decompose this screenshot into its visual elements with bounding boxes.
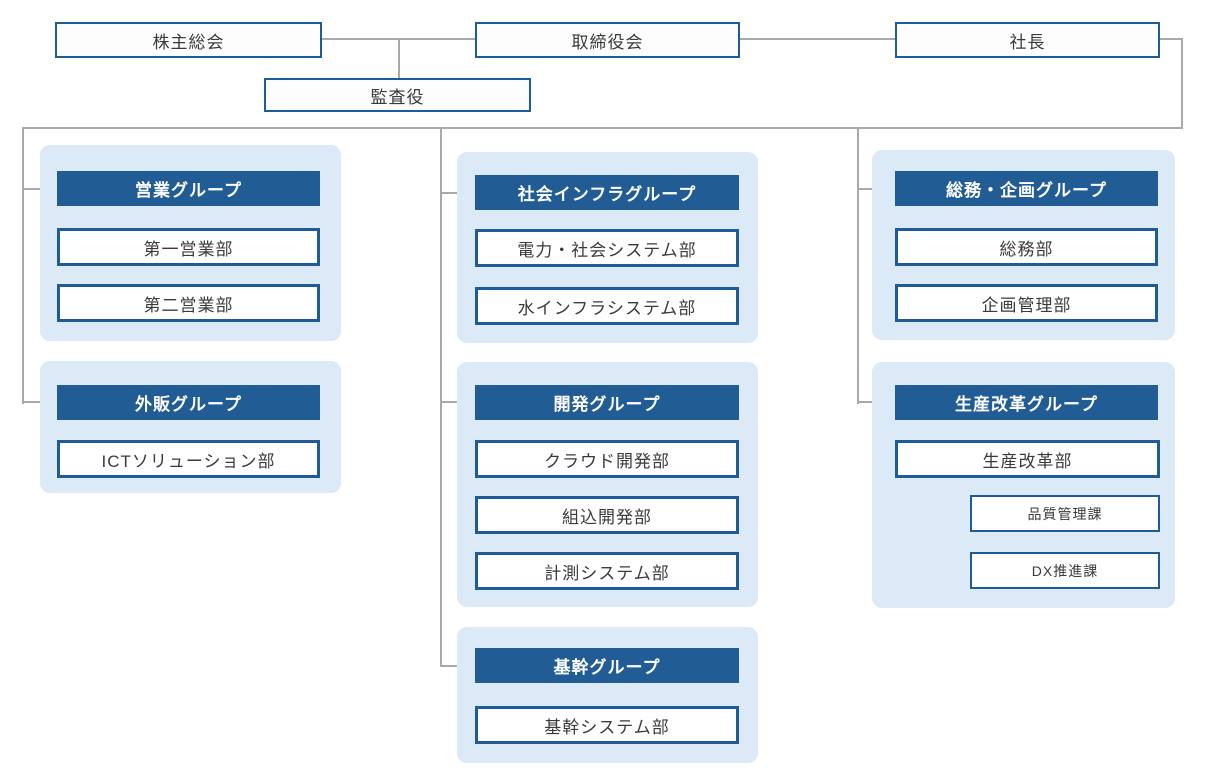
connector-line (398, 38, 400, 80)
dept-embedded-development: 組込開発部 (475, 496, 739, 534)
dept-water-infrastructure-systems: 水インフラシステム部 (475, 287, 739, 325)
section-quality-control: 品質管理課 (970, 495, 1160, 532)
section-dx-promotion: DX推進課 (970, 552, 1160, 589)
group-header-sales: 営業グループ (57, 171, 320, 206)
dept-ict-solution: ICTソリューション部 (57, 440, 320, 478)
group-header-production-reform: 生産改革グループ (895, 385, 1158, 420)
dept-power-social-systems: 電力・社会システム部 (475, 229, 739, 267)
connector-line (857, 127, 859, 404)
node-president: 社長 (895, 22, 1160, 58)
group-header-general-affairs-planning: 総務・企画グループ (895, 171, 1158, 206)
group-header-core: 基幹グループ (475, 648, 739, 683)
connector-line (738, 38, 897, 40)
dept-measurement-systems: 計測システム部 (475, 552, 739, 590)
connector-line (1158, 38, 1183, 40)
dept-second-sales: 第二営業部 (57, 284, 320, 322)
connector-line (1181, 38, 1183, 129)
dept-core-systems: 基幹システム部 (475, 706, 739, 744)
dept-cloud-development: クラウド開発部 (475, 440, 739, 478)
connector-line (22, 127, 24, 404)
node-board-of-directors: 取締役会 (475, 22, 740, 58)
dept-planning-management: 企画管理部 (895, 284, 1158, 322)
group-header-development: 開発グループ (475, 385, 739, 420)
dept-production-reform: 生産改革部 (895, 440, 1160, 478)
node-shareholders-meeting: 株主総会 (55, 22, 322, 58)
node-auditor: 監査役 (264, 78, 531, 112)
group-header-external-sales: 外販グループ (57, 385, 320, 420)
dept-first-sales: 第一営業部 (57, 228, 320, 266)
connector-line (440, 127, 442, 667)
dept-general-affairs: 総務部 (895, 228, 1158, 266)
connector-line (22, 127, 1183, 129)
group-header-social-infrastructure: 社会インフラグループ (475, 175, 739, 210)
